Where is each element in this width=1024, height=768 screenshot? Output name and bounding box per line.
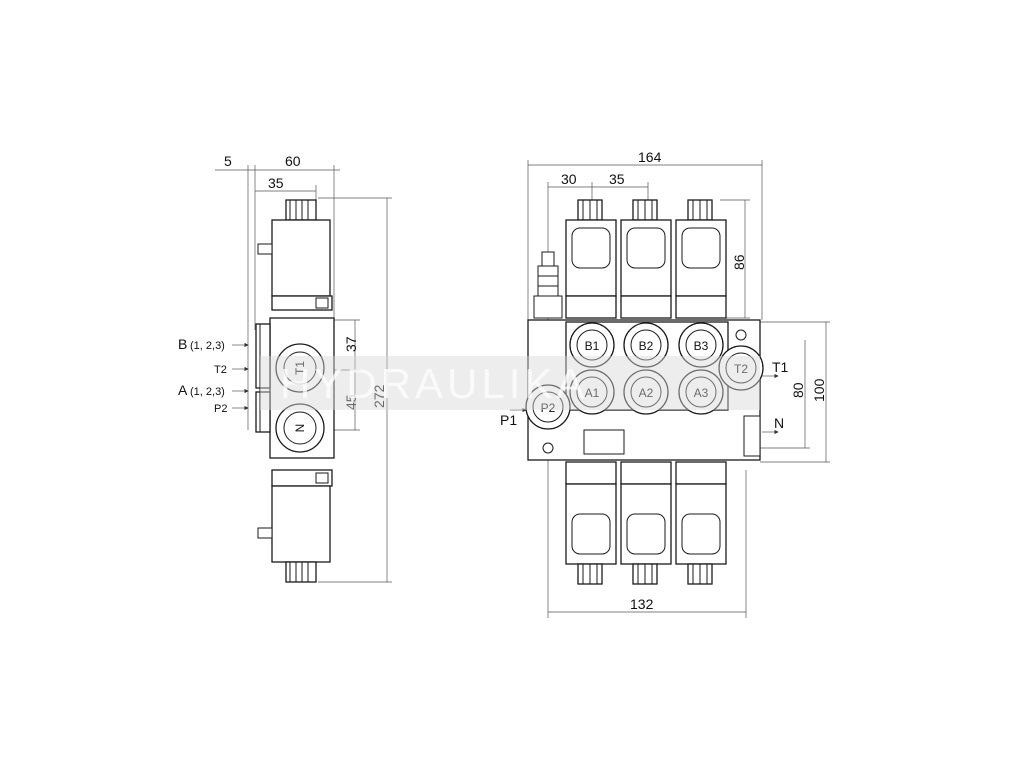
port-b2: B2 <box>639 339 654 353</box>
port-b3: B3 <box>694 339 709 353</box>
watermark: HYDRAULIKA <box>260 356 760 410</box>
dim-100: 100 <box>811 378 827 402</box>
side-port-labels: B (1, 2,3) T2 A (1, 2,3) P2 <box>178 336 249 415</box>
port-a1: A1 <box>585 386 600 400</box>
bottom-solenoid-1 <box>565 461 617 585</box>
dim-37: 37 <box>343 336 359 352</box>
port-t2: T2 <box>734 362 748 376</box>
dim-164: 164 <box>638 149 662 165</box>
bottom-solenoid-2 <box>620 461 672 585</box>
port-b1: B1 <box>585 339 600 353</box>
label-p2: P2 <box>214 403 227 415</box>
dim-35-front: 35 <box>609 171 625 187</box>
side-body: T1 N <box>255 317 335 459</box>
dim-272: 272 <box>371 384 387 408</box>
dim-30: 30 <box>561 171 577 187</box>
dim-5: 5 <box>224 153 232 169</box>
front-body: B1 B2 B3 A1 A2 A3 P2 T2 <box>525 319 764 461</box>
bottom-solenoid-3 <box>675 461 727 585</box>
label-t2: T2 <box>214 364 227 376</box>
label-b: B <box>178 336 187 352</box>
side-view: 5 60 35 37 45 272 T1 N <box>178 153 392 583</box>
top-solenoid-1 <box>565 199 617 319</box>
port-a2: A2 <box>639 386 654 400</box>
dim-35: 35 <box>268 175 284 191</box>
front-port-labels: P1 T1 N <box>500 359 789 435</box>
port-n-side: N <box>293 424 307 433</box>
side-bottom-solenoid <box>257 469 333 583</box>
label-p1: P1 <box>500 412 517 428</box>
label-b-sub: (1, 2,3) <box>190 340 225 352</box>
port-t1-side: T1 <box>293 361 307 375</box>
top-solenoid-3 <box>675 199 727 319</box>
label-a: A <box>178 382 188 398</box>
port-a3: A3 <box>694 386 709 400</box>
side-dimensions <box>215 165 392 583</box>
dim-80: 80 <box>790 382 806 398</box>
port-p2: P2 <box>541 401 556 415</box>
front-bottom-solenoids <box>565 461 727 585</box>
dim-45: 45 <box>343 394 359 410</box>
label-a-sub: (1, 2,3) <box>190 386 225 398</box>
front-view: 164 30 35 86 80 100 132 <box>500 149 830 618</box>
label-n: N <box>774 415 784 431</box>
top-solenoid-2 <box>620 199 672 319</box>
dim-86: 86 <box>731 254 747 270</box>
relief-valve <box>533 251 563 319</box>
side-top-solenoid <box>257 199 333 311</box>
dim-60: 60 <box>285 153 301 169</box>
watermark-text: HYDRAULIKA <box>280 360 588 407</box>
front-top-solenoids <box>565 199 727 319</box>
dim-132: 132 <box>630 596 654 612</box>
label-t1: T1 <box>772 359 789 375</box>
